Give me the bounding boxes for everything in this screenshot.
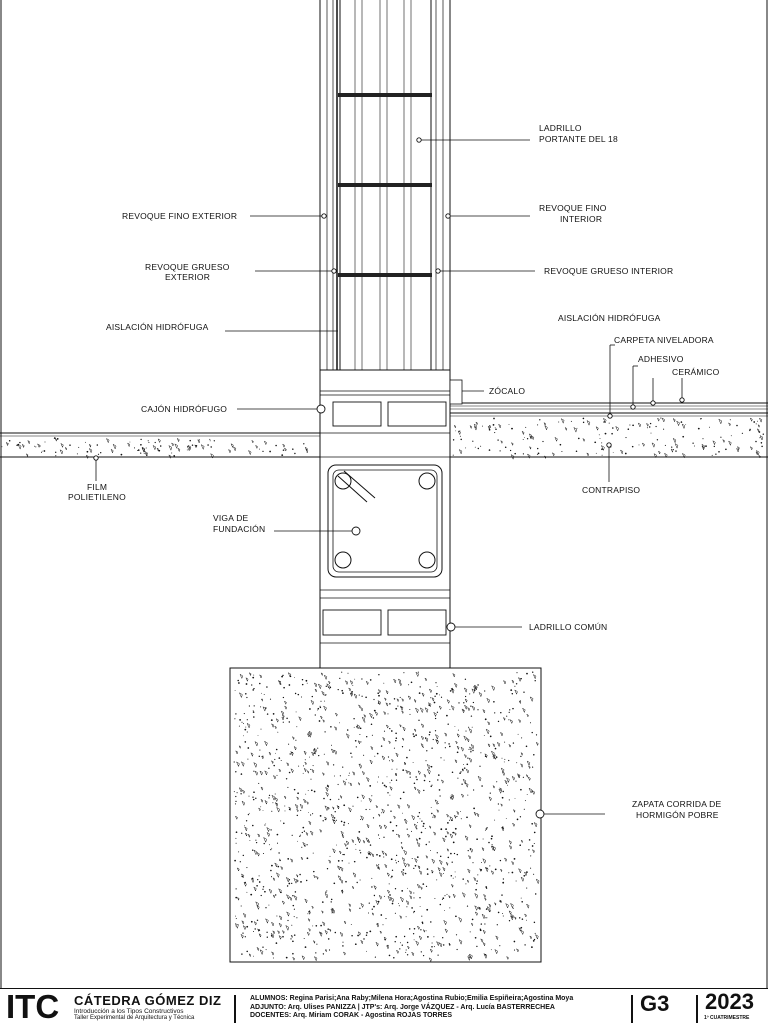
separator <box>234 995 236 1023</box>
itc-logo: ITC <box>6 988 60 1025</box>
leader-lines <box>93 137 685 819</box>
label-contrapiso: CONTRAPISO <box>582 485 640 495</box>
label-aislacion-hidrofuga-right: AISLACIÓN HIDRÓFUGA <box>558 313 661 323</box>
separator <box>631 995 633 1023</box>
contrapiso-right <box>450 402 768 460</box>
label-adhesivo: ADHESIVO <box>638 354 684 364</box>
title-block: ITC CÁTEDRA GÓMEZ DIZ Introducción a los… <box>0 988 768 1025</box>
term: 1º CUATRIMESTRE <box>704 1015 750 1021</box>
label-ladrillo-comun: LADRILLO COMÚN <box>529 622 607 632</box>
viga-fundacion <box>327 464 443 578</box>
separator <box>696 995 698 1023</box>
ground-left <box>0 432 320 460</box>
zocalo <box>449 379 463 405</box>
label-revoque-fino-exterior: REVOQUE FINO EXTERIOR <box>122 211 237 221</box>
label-cajon-hidrofugo: CAJÓN HIDRÓFUGO <box>141 404 227 414</box>
people-list: ALUMNOS: Regina Parisi;Ana Raby;Milena H… <box>250 995 573 1021</box>
group-number: G3 <box>640 991 670 1016</box>
zapata-corrida <box>229 667 542 963</box>
label-zocalo: ZÓCALO <box>489 386 525 396</box>
brick-wall <box>319 0 451 370</box>
label-revoque-grueso-interior: REVOQUE GRUESO INTERIOR <box>544 266 673 276</box>
docentes: DOCENTES: Arq. Miriam CORAK - Agostina R… <box>250 1012 452 1019</box>
subtitle-2: Taller Experimental de Arquitectura y Té… <box>74 1015 195 1021</box>
year: 2023 <box>705 989 754 1014</box>
alumnos: ALUMNOS: Regina Parisi;Ana Raby;Milena H… <box>250 995 574 1002</box>
label-ceramico: CERÁMICO <box>672 367 720 377</box>
label-carpeta-niveladora: CARPETA NIVELADORA <box>614 335 714 345</box>
adjunto: ADJUNTO: Arq. Ulises PANIZZA | JTP's: Ar… <box>250 1003 555 1011</box>
subtitle-1: Introducción a los Tipos Constructivos <box>74 1008 184 1015</box>
catedra-name: CÁTEDRA GÓMEZ DIZ <box>74 993 222 1008</box>
label-aislacion-hidrofuga-left: AISLACIÓN HIDRÓFUGA <box>106 322 209 332</box>
